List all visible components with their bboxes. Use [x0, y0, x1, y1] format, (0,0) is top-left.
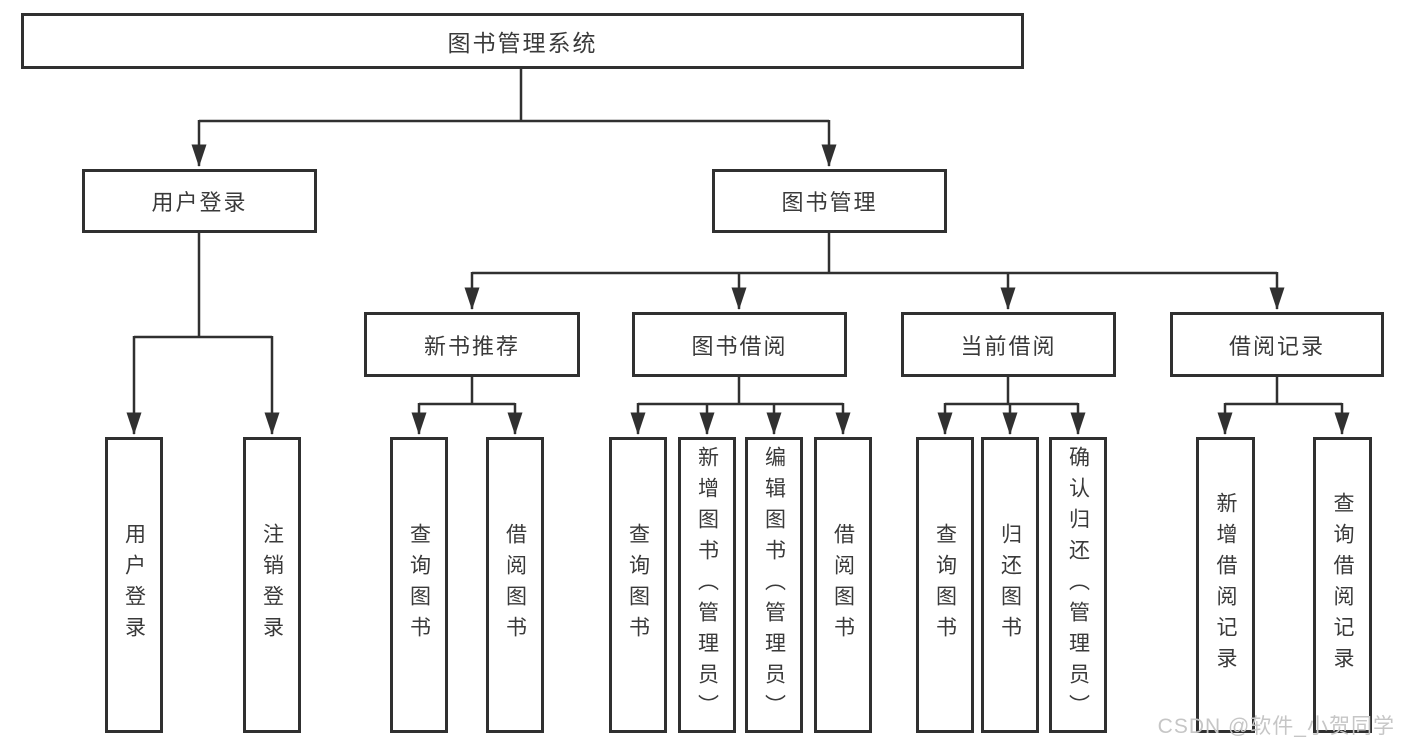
- node-book-management-label: 图书管理: [781, 190, 878, 215]
- leaf-confirm-return-admin: 确认归还（管理员）: [1049, 437, 1107, 733]
- node-root: 图书管理系统: [21, 13, 1024, 69]
- node-borrow-records-label: 借阅记录: [1228, 333, 1325, 359]
- node-book-borrow-label: 图书借阅: [691, 333, 788, 359]
- node-new-book-recommend: 新书推荐: [364, 312, 580, 377]
- leaf-add-books-admin: 新增图书（管理员）: [678, 437, 736, 733]
- leaf-query-borrow-record-label: 查询借阅记录: [1331, 492, 1354, 678]
- leaf-logout: 注销登录: [243, 437, 301, 733]
- node-current-borrow-label: 当前借阅: [960, 333, 1057, 359]
- leaf-borrow-books: 借阅图书: [814, 437, 872, 733]
- node-new-book-recommend-label: 新书推荐: [423, 333, 520, 359]
- leaf-edit-books-admin-label: 编辑图书（管理员）: [762, 445, 786, 725]
- node-current-borrow: 当前借阅: [901, 312, 1116, 377]
- node-user-login-label: 用户登录: [151, 190, 248, 215]
- node-book-management: 图书管理: [712, 169, 947, 233]
- node-root-label: 图书管理系统: [447, 30, 598, 56]
- leaf-return-books-label: 归还图书: [998, 523, 1022, 647]
- leaf-recommend-query-books: 查询图书: [390, 437, 448, 733]
- leaf-logout-label: 注销登录: [260, 523, 284, 647]
- csdn-watermark: CSDN @软件_小贺同学: [1157, 715, 1395, 738]
- leaf-confirm-return-admin-label: 确认归还（管理员）: [1066, 445, 1090, 725]
- leaf-recommend-borrow-books: 借阅图书: [486, 437, 544, 733]
- node-user-login: 用户登录: [82, 169, 317, 233]
- node-borrow-records: 借阅记录: [1170, 312, 1384, 377]
- leaf-current-query-books: 查询图书: [916, 437, 974, 733]
- leaf-user-login-label: 用户登录: [122, 523, 146, 647]
- leaf-add-borrow-record-label: 新增借阅记录: [1214, 492, 1237, 678]
- node-book-borrow: 图书借阅: [632, 312, 847, 377]
- leaf-user-login: 用户登录: [105, 437, 163, 733]
- leaf-borrow-books-label: 借阅图书: [831, 523, 855, 647]
- leaf-recommend-borrow-books-label: 借阅图书: [503, 523, 527, 647]
- leaf-current-query-books-label: 查询图书: [933, 523, 957, 647]
- leaf-borrow-query-books-label: 查询图书: [626, 523, 650, 647]
- leaf-add-books-admin-label: 新增图书（管理员）: [695, 445, 719, 725]
- leaf-return-books: 归还图书: [981, 437, 1039, 733]
- leaf-recommend-query-books-label: 查询图书: [407, 523, 431, 647]
- leaf-borrow-query-books: 查询图书: [609, 437, 667, 733]
- leaf-edit-books-admin: 编辑图书（管理员）: [745, 437, 803, 733]
- leaf-add-borrow-record: 新增借阅记录: [1196, 437, 1255, 733]
- connector-lines: [126, 69, 1350, 435]
- leaf-query-borrow-record: 查询借阅记录: [1313, 437, 1372, 733]
